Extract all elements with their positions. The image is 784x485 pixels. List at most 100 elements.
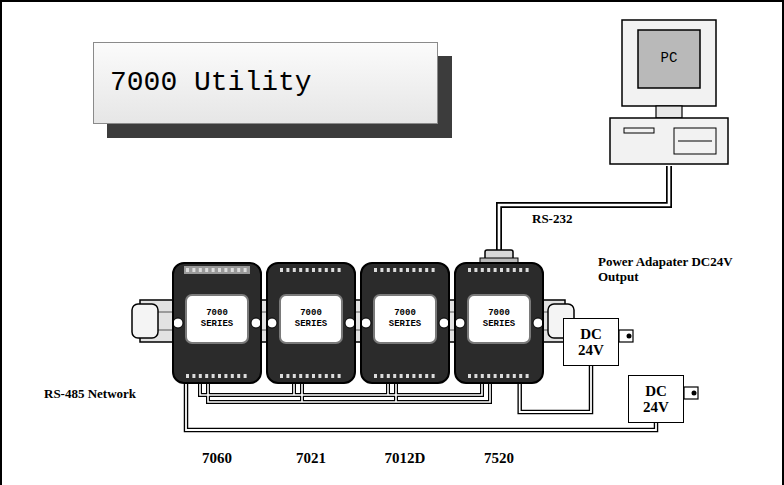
- io-module: 7000 SERIES: [266, 262, 356, 384]
- adapter-note: Power Adapater DC24V Output: [598, 255, 733, 285]
- rail-clip: [456, 318, 465, 328]
- cable-label: RS-232: [530, 212, 574, 227]
- drive-slot: [624, 128, 654, 133]
- terminal-screw: [293, 374, 296, 378]
- rail-clip: [268, 318, 277, 328]
- plug-pin: [692, 391, 697, 396]
- plug-pin: [627, 334, 632, 339]
- series-label: 7000 SERIES: [389, 308, 421, 331]
- screen-label: PC: [661, 51, 678, 66]
- terminal-screw: [474, 374, 477, 378]
- wire-inner: [200, 384, 482, 395]
- wire-outer: [200, 384, 482, 395]
- terminal-screw: [506, 268, 509, 272]
- terminal-screw: [526, 374, 529, 378]
- module-number: 7060: [202, 450, 232, 467]
- terminal-screw: [425, 268, 428, 272]
- terminal-screw: [231, 268, 234, 272]
- terminal-screw: [325, 268, 328, 272]
- terminal-screw: [468, 374, 471, 378]
- network-label: RS-485 Network: [44, 387, 136, 402]
- io-module: 7000 SERIES: [360, 262, 450, 384]
- terminal-screw: [400, 268, 403, 272]
- terminal-screw: [419, 374, 422, 378]
- series-label: 7000 SERIES: [483, 308, 515, 331]
- terminal-screw: [406, 268, 409, 272]
- series-label: 7000 SERIES: [201, 308, 233, 331]
- terminal-screw: [400, 374, 403, 378]
- computer-illustration: [608, 18, 730, 166]
- title-box: 7000 Utility: [93, 42, 438, 124]
- terminal-screw: [286, 374, 289, 378]
- terminal-screw: [432, 268, 435, 272]
- cable-inner: [499, 166, 669, 262]
- module-window: 7000 SERIES: [467, 294, 531, 344]
- terminal-screw: [218, 268, 221, 272]
- terminal-screw: [312, 374, 315, 378]
- terminal-screw: [468, 268, 471, 272]
- terminal-screw: [286, 268, 289, 272]
- terminal-screw: [419, 268, 422, 272]
- terminal-screw: [474, 268, 477, 272]
- terminal-screw: [318, 268, 321, 272]
- computer-node: PC: [608, 18, 730, 166]
- cable-outer: [499, 166, 669, 262]
- module-number: 7012D: [385, 450, 426, 467]
- power-adapter-box: DC 24V: [628, 375, 684, 423]
- rail-clip: [439, 318, 448, 328]
- rail-clip: [345, 318, 354, 328]
- terminal-screw: [306, 374, 309, 378]
- terminal-screw: [299, 268, 302, 272]
- terminal-screw: [199, 374, 202, 378]
- terminal-screw: [387, 268, 390, 272]
- terminal-screw: [487, 374, 490, 378]
- voltage-label: DC 24V: [578, 326, 604, 359]
- terminal-screw: [387, 374, 390, 378]
- terminal-screw: [374, 374, 377, 378]
- monitor-neck: [656, 106, 682, 118]
- terminal-screw: [199, 268, 202, 272]
- terminal-screw: [212, 374, 215, 378]
- terminal-screw: [280, 374, 283, 378]
- screen-area: PC: [640, 32, 698, 86]
- terminal-screw: [519, 268, 522, 272]
- terminal-screw: [481, 268, 484, 272]
- terminal-screw: [393, 374, 396, 378]
- plug-body: [619, 330, 633, 342]
- terminal-screw: [513, 374, 516, 378]
- rail-clip: [251, 318, 260, 328]
- terminal-screw: [186, 374, 189, 378]
- terminal-screw: [280, 268, 283, 272]
- terminal-screw: [192, 374, 195, 378]
- terminal-screw: [494, 374, 497, 378]
- rs232-cable: [499, 166, 669, 262]
- terminal-screw: [237, 268, 240, 272]
- module-window: 7000 SERIES: [373, 294, 437, 344]
- terminal-screw: [331, 374, 334, 378]
- io-module: 7000 SERIES: [172, 262, 262, 384]
- terminal-screw: [519, 374, 522, 378]
- terminal-screw: [244, 268, 247, 272]
- terminal-screw: [186, 268, 189, 272]
- terminal-screw: [205, 374, 208, 378]
- module-number: 7520: [484, 450, 514, 467]
- terminal-screw: [374, 268, 377, 272]
- terminal-screw: [244, 374, 247, 378]
- rs485-wires: [200, 384, 490, 402]
- rail-end-stop: [132, 304, 158, 338]
- terminal-screw: [500, 374, 503, 378]
- rail-clip: [362, 318, 371, 328]
- terminal-screw: [325, 374, 328, 378]
- terminal-screw: [425, 374, 428, 378]
- terminal-screw: [406, 374, 409, 378]
- terminal-screw: [481, 374, 484, 378]
- plug-body: [684, 387, 698, 399]
- terminal-screw: [205, 268, 208, 272]
- rail-clip: [174, 318, 183, 328]
- module-number: 7021: [296, 450, 326, 467]
- power-adapter-box: DC 24V: [563, 318, 619, 366]
